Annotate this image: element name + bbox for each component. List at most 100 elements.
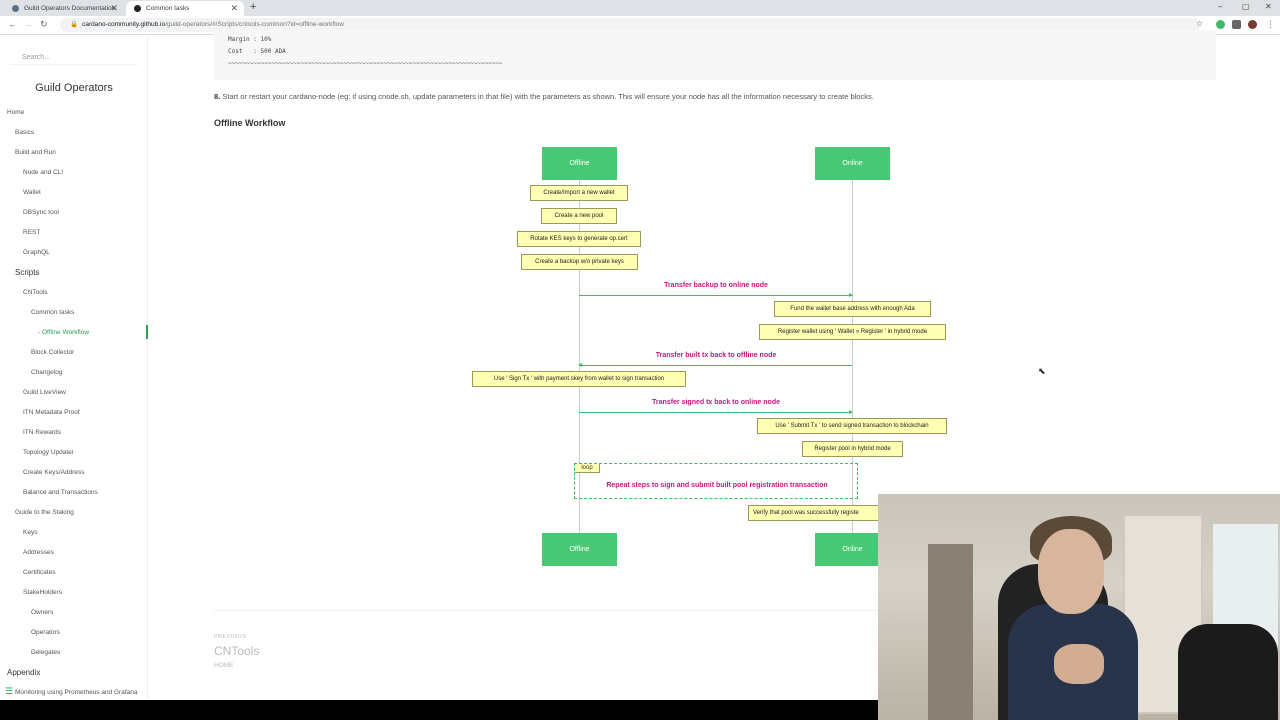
sidebar-item-owners[interactable]: Owners [31,609,54,616]
sidebar-item-graphql[interactable]: GraphQL [23,249,50,256]
browser-tab[interactable]: Guild Operators Documentation ✕ [4,1,124,16]
sidebar-item-keys[interactable]: Keys [23,529,38,536]
actor-offline: Offline [542,147,617,180]
webcam-overlay [878,494,1280,720]
sidebar-item-changelog[interactable]: Changelog [31,369,63,376]
message-transfer-backup: Transfer backup to online node [664,282,768,289]
site-brand[interactable]: Guild Operators [35,82,113,94]
menu-toggle-icon[interactable]: ☰ [5,686,14,696]
back-arrow-icon[interactable]: ← [8,19,17,29]
webcam-chair-right [1178,624,1278,720]
note-verify-pool: Verify that pool was successfully regist… [748,505,888,521]
step-number: 8. [214,92,221,101]
code-block: Margin : 10%Cost : 500 ADA~~~~~~~~~~~~~~… [214,30,1216,80]
sidebar-item-common-tasks[interactable]: Common tasks [31,309,75,316]
loop-text: Repeat steps to sign and submit built po… [606,482,828,489]
sidebar-item-basics[interactable]: Basics [15,129,35,136]
sidebar-item-balance-transactions[interactable]: Balance and Transactions [23,489,98,496]
sidebar-item-scripts[interactable]: Scripts [15,268,40,277]
step-paragraph: 8. Start or restart your cardano-node (e… [214,92,874,101]
sidebar-item-itn-rewards[interactable]: ITN Rewards [23,429,61,436]
close-window-button[interactable]: ✕ [1265,2,1272,11]
sidebar-item-addresses[interactable]: Addresses [23,549,54,556]
sidebar-item-staking-guide[interactable]: Guide to the Staking [15,509,74,516]
sidebar-item-node-and-cli[interactable]: Node and CLI [23,169,64,176]
bookmark-star-icon[interactable]: ☆ [1196,19,1204,28]
sidebar-item-certificates[interactable]: Certificates [23,569,56,576]
url-host: cardano-community.github.io [82,21,166,28]
pager-previous-title[interactable]: CNTools [214,644,260,658]
more-menu-icon[interactable]: ⋮ [1266,19,1275,29]
note-create-wallet: Create/Import a new wallet [530,185,628,201]
section-heading[interactable]: Offline Workflow [214,118,286,128]
webcam-person-head [1038,529,1104,614]
extension-icon[interactable] [1216,20,1225,29]
browser-tabbar: Guild Operators Documentation ✕ Common t… [0,0,1280,16]
content-divider [214,610,1216,611]
lock-icon: 🔒 [70,21,79,28]
sidebar-item-operators[interactable]: Operators [31,629,60,636]
webcam-cat-tree [928,544,973,720]
sidebar-item-topology-updater[interactable]: Topology Updater [23,449,74,456]
active-item-marker [146,325,148,339]
search-input[interactable]: Search... [10,51,138,65]
sidebar-item-offline-workflow[interactable]: - Offline Workflow [38,329,90,336]
sidebar-item-block-collector[interactable]: Block Collector [31,349,75,356]
github-favicon-icon [134,5,141,12]
sidebar-item-cntools[interactable]: CNTools [23,289,48,296]
sidebar-item-guild-liveview[interactable]: Guild LiveView [23,389,66,396]
mouse-cursor-icon: ⬉ [1038,366,1046,376]
new-tab-button[interactable]: + [250,1,257,13]
sidebar-item-stakeholders[interactable]: StakeHolders [23,589,63,596]
online-lifeline [852,180,853,534]
forward-arrow-icon[interactable]: → [24,19,33,29]
step-text: Start or restart your cardano-node (eg: … [222,92,874,101]
url-field[interactable]: 🔒cardano-community.github.io/guild-opera… [60,18,1200,32]
actor-online: Online [815,147,890,180]
code-line: Cost : 500 ADA [228,48,286,55]
tab-title: Common tasks [146,5,190,12]
arrow-to-offline [578,363,852,367]
note-create-backup: Create a backup w/o private keys [521,254,638,270]
note-fund-wallet: Fund the wallet base address with enough… [774,301,931,317]
minimize-button[interactable]: – [1218,2,1223,11]
sidebar-item-appendix[interactable]: Appendix [7,668,41,677]
sidebar-item-home[interactable]: Home [7,109,25,116]
offline-lifeline [579,180,580,534]
browser-tab-active[interactable]: Common tasks ✕ [126,1,244,16]
loop-label: loop [575,464,600,473]
sidebar-item-rest[interactable]: REST [23,229,41,236]
sidebar-item-build-and-run[interactable]: Build and Run [15,149,56,156]
sidebar-item-itn-metadata[interactable]: ITN Metadata Proof [23,409,80,416]
sidebar: Search... Guild Operators [0,36,148,700]
sidebar-item-delegates[interactable]: Delegates [31,649,61,656]
webcam-person-hands [1054,644,1104,684]
actor-offline-bottom: Offline [542,533,617,566]
close-tab-icon[interactable]: ✕ [110,3,118,13]
tab-favicon-icon [12,5,19,12]
sidebar-item-monitoring[interactable]: Monitoring using Prometheus and Grafana [15,689,138,696]
arrow-to-online [579,293,853,297]
note-register-wallet: Register wallet using ' Wallet » Registe… [759,324,946,340]
message-transfer-built-tx: Transfer built tx back to offline node [655,352,777,359]
sidebar-item-dbsync[interactable]: DBSync tool [23,209,59,216]
code-line: Margin : 10% [228,36,272,43]
reload-icon[interactable]: ↻ [40,19,48,29]
close-tab-icon[interactable]: ✕ [230,3,238,13]
sidebar-item-wallet[interactable]: Wallet [23,189,41,196]
pager-previous-label[interactable]: PREVIOUS [214,634,247,640]
note-rotate-kes: Rotate KES keys to generate op.cert [517,231,641,247]
loop-fragment: loop Repeat steps to sign and submit bui… [574,463,858,499]
main-content: Margin : 10%Cost : 500 ADA~~~~~~~~~~~~~~… [149,30,1280,700]
maximize-button[interactable]: ▢ [1242,2,1250,11]
arrow-to-online-2 [579,410,853,414]
profile-avatar-icon[interactable] [1248,20,1257,29]
message-transfer-signed-tx: Transfer signed tx back to online node [652,399,780,406]
puzzle-extension-icon[interactable] [1232,20,1241,29]
sidebar-item-create-keys[interactable]: Create Keys/Address [23,469,85,476]
pager-previous-sub[interactable]: HOME [214,662,234,669]
note-sign-tx: Use ' Sign Tx ' with payment.skey from w… [472,371,686,387]
note-create-pool: Create a new pool [541,208,617,224]
actor-online-bottom: Online [815,533,890,566]
